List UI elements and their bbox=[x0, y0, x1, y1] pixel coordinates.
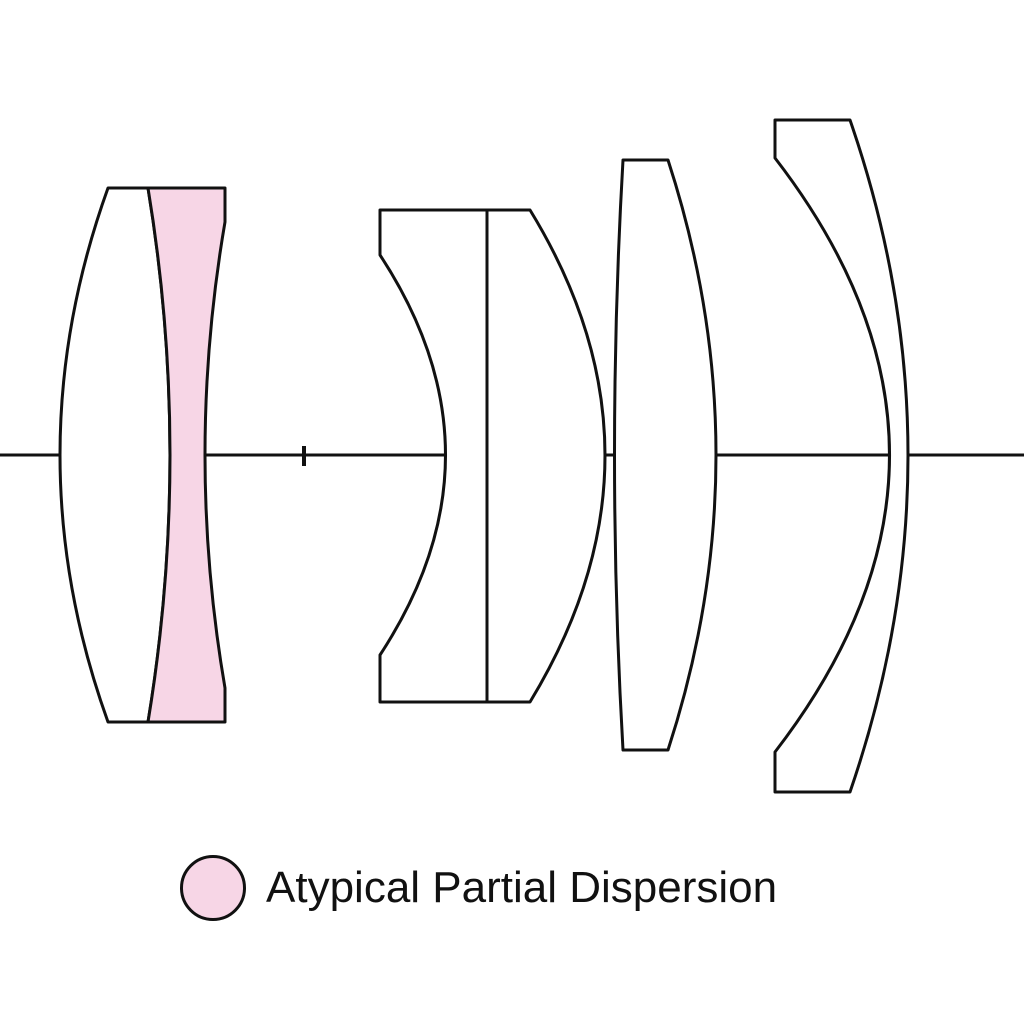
lens-element-6 bbox=[773, 118, 910, 794]
legend-label: Atypical Partial Dispersion bbox=[266, 863, 778, 912]
lens-element-3 bbox=[378, 208, 489, 704]
lens-element-1 bbox=[58, 186, 172, 724]
legend-swatch-icon bbox=[180, 855, 246, 921]
legend: Atypical Partial Dispersion bbox=[180, 852, 777, 924]
lens-element-2-apd bbox=[146, 186, 227, 724]
lens-element-4 bbox=[485, 208, 607, 704]
lens-element-5 bbox=[613, 158, 718, 752]
